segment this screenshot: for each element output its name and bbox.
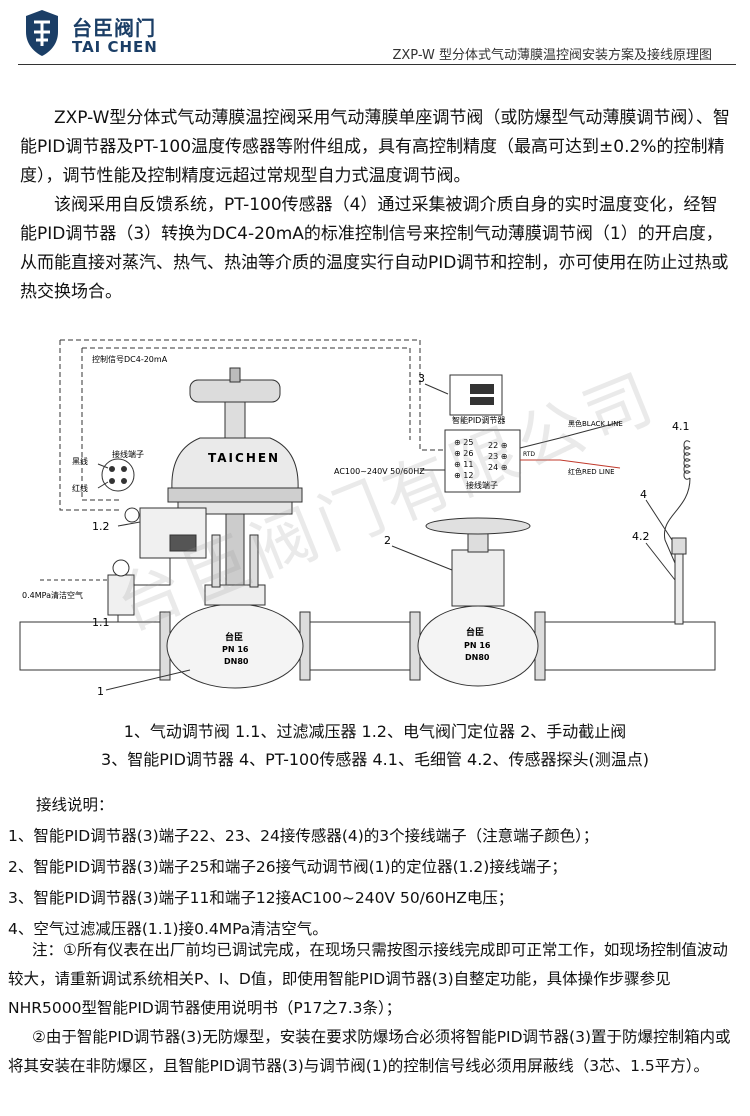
callout-4-1: 4.1 xyxy=(672,420,690,433)
intro-text: ZXP-W型分体式气动薄膜温控阀采用气动薄膜单座调节阀（或防爆型气动薄膜调节阀）… xyxy=(20,104,730,307)
power-supply-label: AC100~240V 50/60HZ xyxy=(334,467,425,476)
black-line-label: 黑色BLACK LINE xyxy=(568,419,623,428)
svg-text:24 ⊕: 24 ⊕ xyxy=(488,463,507,472)
note-1: 注：①所有仪表在出厂前均已调试完成，在现场只需按图示接线完成即可正常工作，如现场… xyxy=(8,941,728,1017)
header-divider xyxy=(18,64,736,65)
svg-text:⊕ 26: ⊕ 26 xyxy=(454,449,473,458)
svg-text:⊕ 12: ⊕ 12 xyxy=(454,471,473,480)
installation-diagram: 控制信号DC4-20mA 台臣 PN 16 DN80 TAICHEN 接线端子 … xyxy=(19,339,716,698)
callout-4: 4 xyxy=(640,488,647,501)
valve1-brand: 台臣 xyxy=(225,631,243,643)
valve1-dn: DN80 xyxy=(224,657,249,666)
legend-line-1: 1、气动调节阀 1.1、过滤减压器 1.2、电气阀门定位器 2、手动截止阀 xyxy=(123,722,627,741)
junction-terminal-label: 接线端子 xyxy=(112,449,144,459)
intro-paragraph-1: ZXP-W型分体式气动薄膜温控阀采用气动薄膜单座调节阀（或防爆型气动薄膜调节阀）… xyxy=(20,108,730,186)
air-supply-label: 0.4MPa清洁空气 xyxy=(22,590,83,600)
right-terminals: 22 ⊕ 23 ⊕ 24 ⊕ xyxy=(488,441,507,472)
black-wire-label: 黑线 xyxy=(72,456,88,466)
red-wire-label: 红线 xyxy=(72,483,88,493)
wiring-instructions: 接线说明： 1、智能PID调节器(3)端子22、23、24接传感器(4)的3个接… xyxy=(8,790,738,945)
pid-label: 智能PID调节器 xyxy=(452,415,505,425)
valve2-brand: 台臣 xyxy=(466,626,484,638)
notes: 注：①所有仪表在出厂前均已调试完成，在现场只需按图示接线完成即可正常工作，如现场… xyxy=(8,936,738,1081)
svg-text:23 ⊕: 23 ⊕ xyxy=(488,452,507,461)
company-logo-icon xyxy=(26,10,58,56)
note-2: ②由于智能PID调节器(3)无防爆型，安装在要求防爆场合必须将智能PID调节器(… xyxy=(8,1028,731,1075)
red-line-label: 红色RED LINE xyxy=(568,467,615,476)
brand-name-en: TAI CHEN xyxy=(72,38,158,56)
brand-name-cn: 台臣阀门 xyxy=(72,16,156,40)
intro-paragraph-2: 该阀采用自反馈系统，PT-100传感器（4）通过采集被调介质自身的实时温度变化，… xyxy=(20,195,729,302)
terminal-block-label: 接线端子 xyxy=(466,480,498,490)
rtd-label: RTD xyxy=(523,451,535,458)
wiring-item-4: 4、空气过滤减压器(1.1)接0.4MPa清洁空气。 xyxy=(8,920,328,938)
valve1-pn: PN 16 xyxy=(222,645,249,654)
callout-2: 2 xyxy=(384,534,391,547)
wiring-title: 接线说明： xyxy=(36,796,114,814)
callout-1-2: 1.2 xyxy=(92,520,110,533)
actuator-brand: TAICHEN xyxy=(208,451,280,465)
legend-line-2: 3、智能PID调节器 4、PT-100传感器 4.1、毛细管 4.2、传感器探头… xyxy=(101,750,649,769)
svg-text:⊕ 11: ⊕ 11 xyxy=(454,460,473,469)
valve2-pn: PN 16 xyxy=(464,641,491,650)
signal-label: 控制信号DC4-20mA xyxy=(92,354,168,364)
page-header: 台臣阀门 TAI CHEN ZXP-W 型分体式气动薄膜温控阀安装方案及接线原理… xyxy=(0,0,750,66)
callout-1-1: 1.1 xyxy=(92,616,110,629)
wiring-item-3: 3、智能PID调节器(3)端子11和端子12接AC100~240V 50/60H… xyxy=(8,889,514,907)
callout-4-2: 4.2 xyxy=(632,530,650,543)
document-title: ZXP-W 型分体式气动薄膜温控阀安装方案及接线原理图 xyxy=(392,48,712,63)
valve2-dn: DN80 xyxy=(465,653,490,662)
left-terminals: ⊕ 25 ⊕ 26 ⊕ 11 ⊕ 12 xyxy=(454,438,473,480)
svg-text:⊕ 25: ⊕ 25 xyxy=(454,438,473,447)
svg-text:22 ⊕: 22 ⊕ xyxy=(488,441,507,450)
wiring-item-2: 2、智能PID调节器(3)端子25和端子26接气动调节阀(1)的定位器(1.2)… xyxy=(8,858,567,876)
callout-3: 3 xyxy=(418,372,425,385)
wiring-item-1: 1、智能PID调节器(3)端子22、23、24接传感器(4)的3个接线端子（注意… xyxy=(8,827,599,845)
callout-1: 1 xyxy=(97,685,104,698)
